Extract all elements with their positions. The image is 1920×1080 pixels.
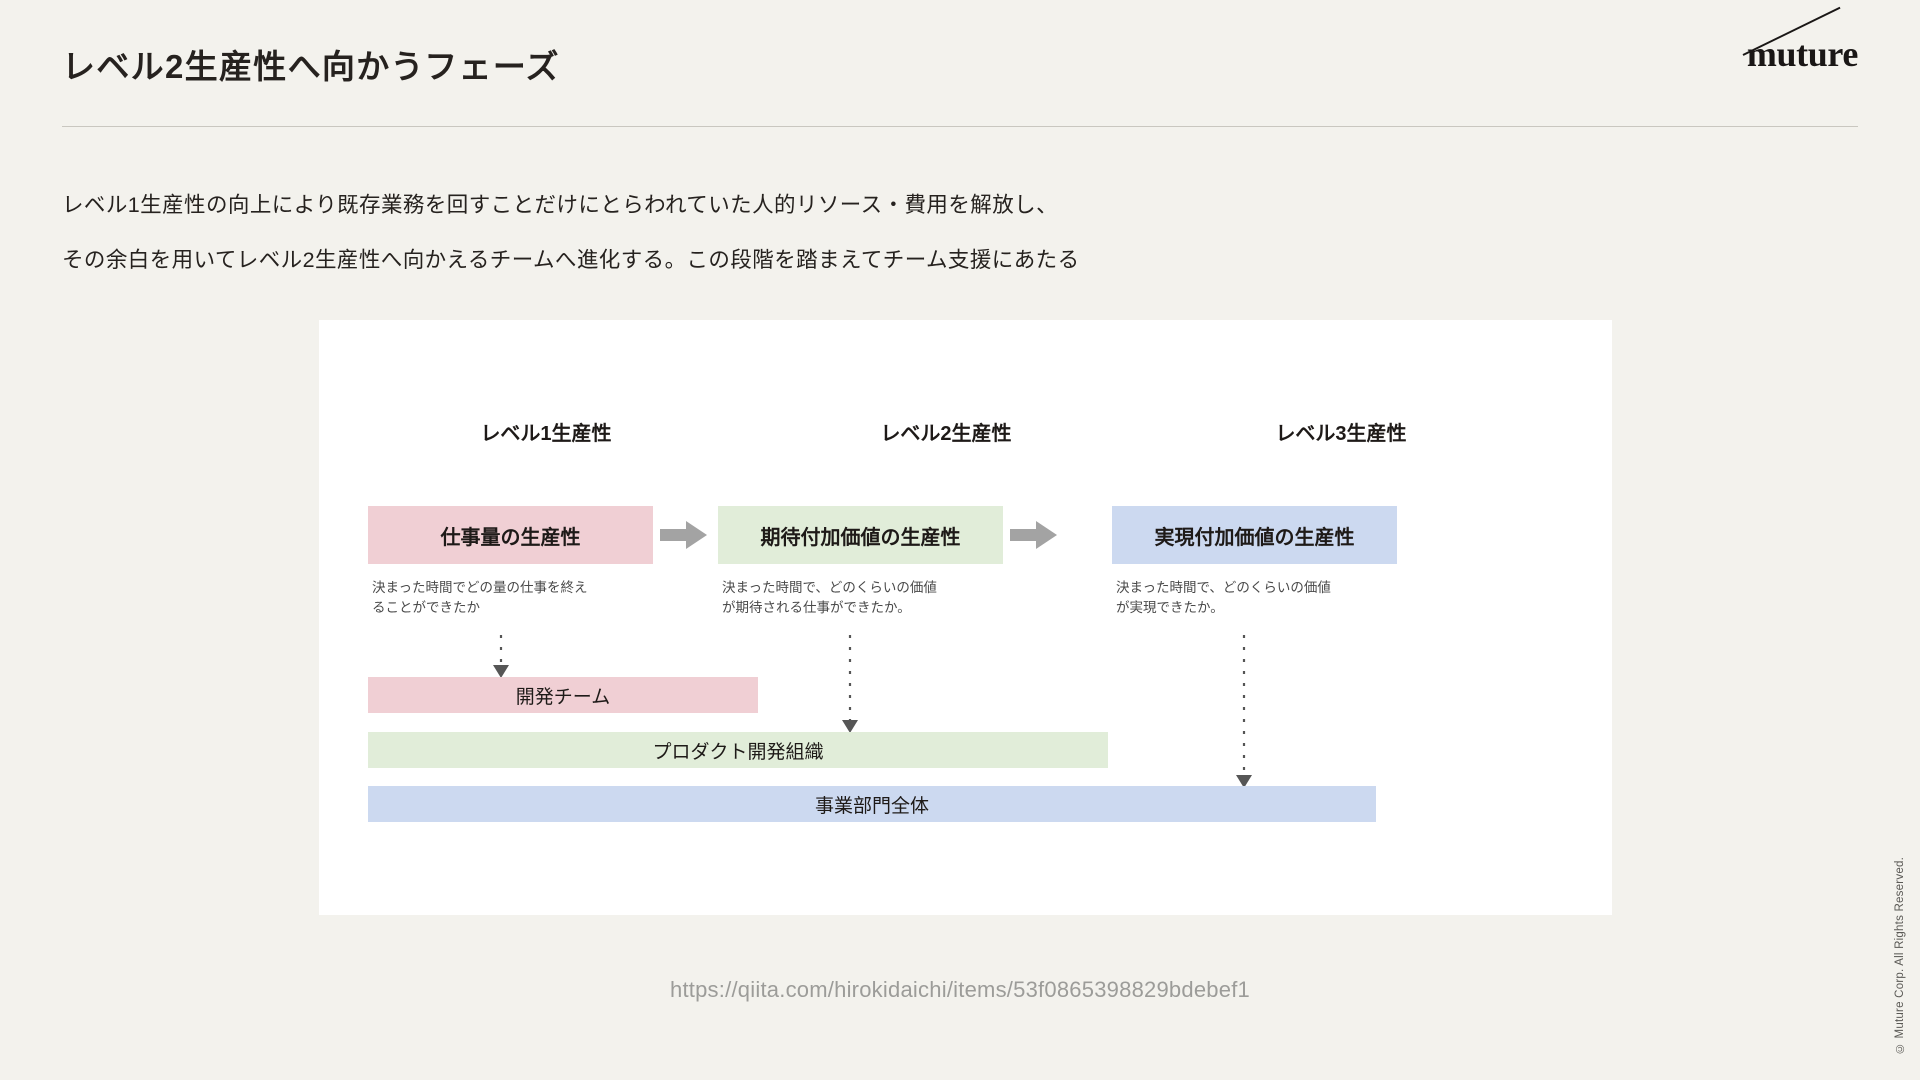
slide-header: レベル2生産性へ向かうフェーズ muture [0,0,1920,128]
page-title: レベル2生産性へ向かうフェーズ [62,48,560,85]
lead-paragraph-line-1: レベル1生産性の向上により既存業務を回すことだけにとらわれていた人的リソース・費… [62,193,1059,217]
stage-description-level2-line1: 決まった時間で、どのくらいの価値 [722,580,937,595]
stage-description-level1: 決まった時間でどの量の仕事を終え ることができたか [372,578,642,618]
column-header-level1: レベル1生産性 [480,423,612,445]
scope-bar-dev-team: 開発チーム [368,677,758,713]
stage-box-work-volume: 仕事量の生産性 [368,506,653,564]
header-divider [62,126,1858,127]
stage-description-level3: 決まった時間で、どのくらいの価値 が実現できたか。 [1116,578,1386,618]
stage-description-level3-line2: が実現できたか。 [1116,600,1224,615]
stage-description-level1-line2: ることができたか [372,600,480,615]
stage-box-expected-value: 期待付加価値の生産性 [718,506,1003,564]
brand-logo-text: muture [1746,34,1859,74]
brand-logo: muture [1742,6,1859,74]
stage-description-level2-line2: が期待される仕事ができたか。 [722,600,911,615]
stage-box-realized-value: 実現付加価値の生産性 [1112,506,1397,564]
diagram-card: レベル1生産性 レベル2生産性 レベル3生産性 仕事量の生産性 期待付加価値の生… [319,320,1612,915]
column-header-level3: レベル3生産性 [1275,423,1407,445]
stage-description-level2: 決まった時間で、どのくらいの価値 が期待される仕事ができたか。 [722,578,992,618]
stage-transition-arrow-icon-1 [660,521,707,549]
scope-bar-product-org: プロダクト開発組織 [368,732,1108,768]
scope-bar-business-unit: 事業部門全体 [368,786,1376,822]
stage-description-level3-line1: 決まった時間で、どのくらいの価値 [1116,580,1331,595]
copyright-notice: © Muture Corp. All Rights Reserved. [1894,856,1906,1054]
lead-paragraph-line-2: その余白を用いてレベル2生産性へ向かえるチームへ進化する。この段階を踏まえてチー… [62,248,1080,272]
source-url[interactable]: https://qiita.com/hirokidaichi/items/53f… [669,977,1251,1002]
stage-transition-arrow-icon-2 [1010,521,1057,549]
lead-paragraph: レベル1生産性の向上により既存業務を回すことだけにとらわれていた人的リソース・費… [62,178,1512,288]
stage-description-level1-line1: 決まった時間でどの量の仕事を終え [372,580,588,595]
column-header-level2: レベル2生産性 [880,423,1012,445]
